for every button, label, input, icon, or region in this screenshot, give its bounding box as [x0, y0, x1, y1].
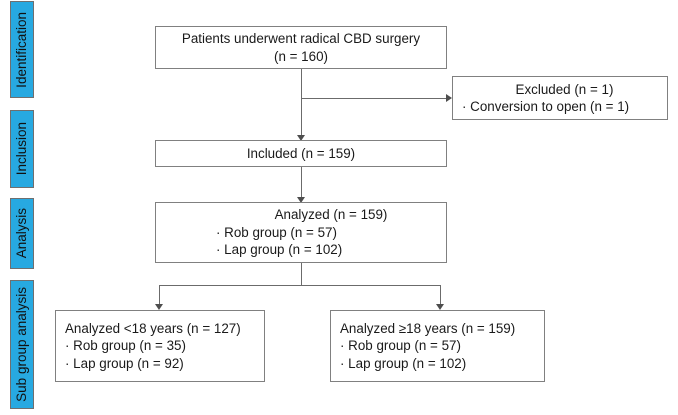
box-analyzed-over18-line-2: · Rob group (n = 57) — [340, 338, 461, 354]
stage-tab-analysis: Analysis — [10, 198, 34, 269]
box-included-line-1: Included (n = 159) — [246, 145, 356, 161]
box-analyzed-under18-line-2: · Rob group (n = 35) — [65, 338, 186, 354]
box-excluded-line-2: · Conversion to open (n = 1) — [462, 99, 630, 114]
connector-included-to-analyzed — [301, 167, 302, 201]
box-excluded: Excluded (n = 1) · Conversion to open (n… — [452, 76, 668, 120]
box-analyzed-line-3: · Lap group (n = 102) — [216, 242, 343, 258]
stage-tab-inclusion-label: Inclusion — [14, 122, 30, 176]
arrow-to-analyzed-over18 — [436, 304, 444, 310]
box-enrolled-line-1: Patients underwent radical CBD surgery — [181, 31, 421, 47]
arrow-included-to-analyzed — [297, 197, 305, 203]
box-included: Included (n = 159) — [155, 140, 447, 167]
box-analyzed-line-1: Analyzed (n = 159) — [274, 207, 388, 223]
box-analyzed-under18-line-1: Analyzed <18 years (n = 127) — [65, 320, 241, 336]
box-excluded-line-1: Excluded (n = 1) — [515, 81, 614, 97]
connector-enrolled-to-excluded — [301, 98, 446, 99]
connector-subgroup-split — [159, 285, 440, 286]
arrow-enrolled-to-included — [297, 135, 305, 141]
connector-subgroup-left-drop — [159, 285, 160, 307]
box-analyzed: Analyzed (n = 159) · Rob group (n = 57) … — [155, 202, 447, 263]
arrow-to-analyzed-under18 — [155, 304, 163, 310]
box-analyzed-line-2: · Rob group (n = 57) — [216, 224, 337, 240]
stage-tab-analysis-label: Analysis — [14, 208, 30, 259]
arrow-to-excluded — [446, 94, 452, 102]
box-analyzed-under18: Analyzed <18 years (n = 127) · Rob group… — [55, 310, 265, 382]
box-analyzed-over18-line-1: Analyzed ≥18 years (n = 159) — [340, 320, 516, 336]
box-analyzed-under18-line-3: · Lap group (n = 92) — [65, 355, 184, 371]
box-analyzed-over18: Analyzed ≥18 years (n = 159) · Rob group… — [330, 310, 545, 382]
box-analyzed-over18-line-3: · Lap group (n = 102) — [340, 355, 467, 371]
stage-tab-identification-label: Identification — [14, 11, 30, 88]
stage-tab-sub-group-analysis: Sub group analysis — [10, 280, 34, 409]
stage-tab-identification: Identification — [10, 1, 34, 98]
stage-tab-sub-group-analysis-label: Sub group analysis — [14, 287, 30, 402]
connector-enrolled-trunk — [301, 68, 302, 138]
stage-tab-inclusion: Inclusion — [10, 110, 34, 188]
box-enrolled: Patients underwent radical CBD surgery (… — [155, 26, 447, 69]
connector-subgroup-right-drop — [440, 285, 441, 307]
connector-analyzed-trunk — [301, 263, 302, 286]
box-enrolled-line-2: (n = 160) — [274, 48, 328, 64]
